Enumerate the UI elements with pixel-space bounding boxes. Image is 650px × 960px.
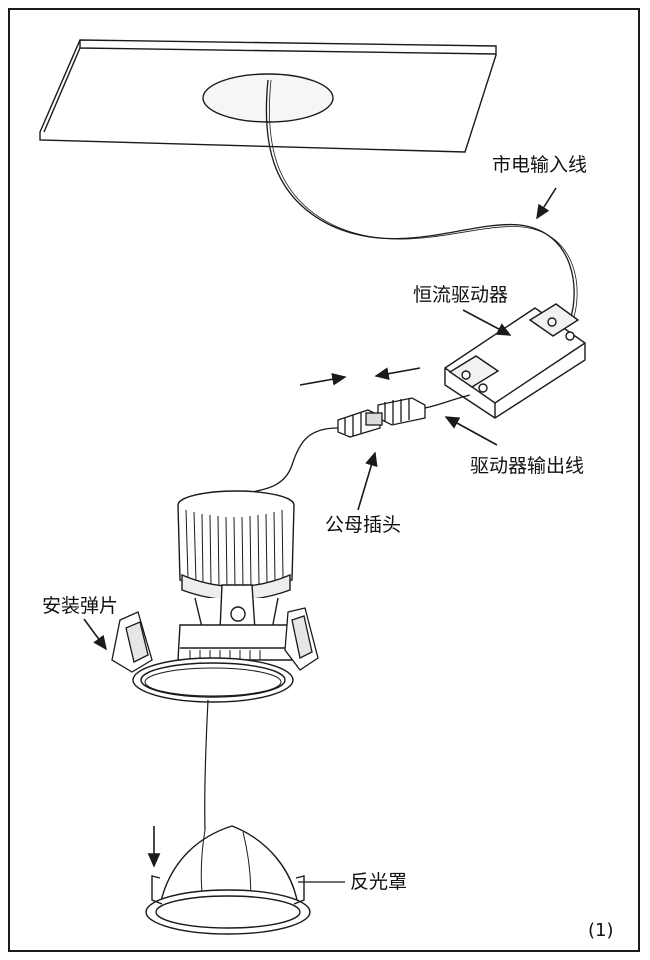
reflector-cable <box>204 699 209 831</box>
downlight-body <box>132 490 301 703</box>
connect-arrow-left <box>374 367 421 381</box>
driver-output-wire <box>424 394 471 409</box>
figure-number: (1) <box>588 920 614 941</box>
label-driver-output-wire: 驱动器输出线 <box>470 455 585 477</box>
label-mounting-clip: 安装弹片 <box>42 595 119 617</box>
connect-arrow-right <box>299 372 347 386</box>
constant-current-driver <box>444 303 586 419</box>
male-female-plug <box>337 397 426 438</box>
leader-mains-input-wire <box>536 187 557 220</box>
mains-input-wire <box>265 79 575 321</box>
reflector <box>145 825 311 935</box>
leader-male-female-plug <box>357 451 378 511</box>
leader-driver-output-wire <box>444 416 498 446</box>
leader-constant-current-driver <box>462 309 512 336</box>
label-constant-current-driver: 恒流驱动器 <box>413 284 509 306</box>
lamp-cable <box>224 427 339 501</box>
label-male-female-plug: 公母插头 <box>325 514 402 536</box>
mounting-clip-left <box>111 611 153 673</box>
label-reflector: 反光罩 <box>350 871 408 893</box>
label-mains-input-wire: 市电输入线 <box>492 154 588 176</box>
mounting-clip-right <box>284 607 319 671</box>
ceiling-panel <box>39 39 497 153</box>
leader-mounting-clip <box>83 618 107 651</box>
diagram-frame <box>8 8 640 952</box>
